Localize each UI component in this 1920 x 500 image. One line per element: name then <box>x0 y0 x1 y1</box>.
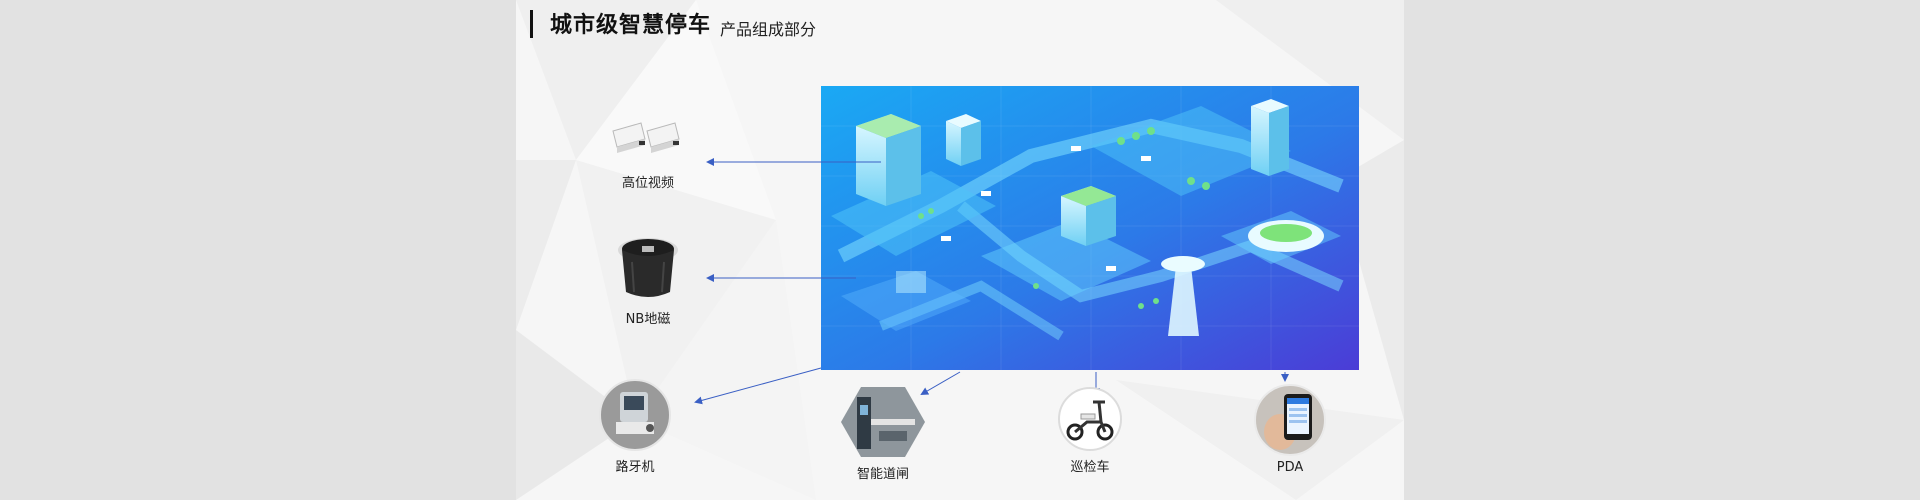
pda-icon <box>1254 384 1326 456</box>
product-label: 路牙机 <box>615 460 655 475</box>
product-label: 智能道闸 <box>856 467 909 482</box>
product-scooter: 巡检车 <box>1030 386 1150 475</box>
product-label: NB地磁 <box>625 312 671 327</box>
page-title: 城市级智慧停车 <box>550 13 712 38</box>
sensor-icon <box>618 238 678 297</box>
page-subtitle: 产品组成部分 <box>720 20 817 39</box>
title-accent-bar <box>530 10 533 38</box>
roadside-unit-icon <box>599 379 671 451</box>
product-camera: 高位视频 <box>588 113 708 191</box>
product-barrier-gate: 智能道闸 <box>823 385 943 482</box>
product-roadside-unit: 路牙机 <box>575 378 695 475</box>
camera-icon <box>612 122 680 153</box>
product-label: 高位视频 <box>621 176 674 191</box>
smart-city-illustration <box>821 86 1359 370</box>
barrier-gate-icon <box>841 387 925 457</box>
product-label: PDA <box>1276 460 1304 475</box>
scooter-icon <box>1058 387 1122 451</box>
slide: 城市级智慧停车 产品组成部分 <box>516 0 1404 500</box>
background-facets <box>516 0 1404 500</box>
product-sensor: NB地磁 <box>588 232 708 327</box>
product-label: 巡检车 <box>1070 460 1110 475</box>
product-pda: PDA <box>1230 384 1350 475</box>
